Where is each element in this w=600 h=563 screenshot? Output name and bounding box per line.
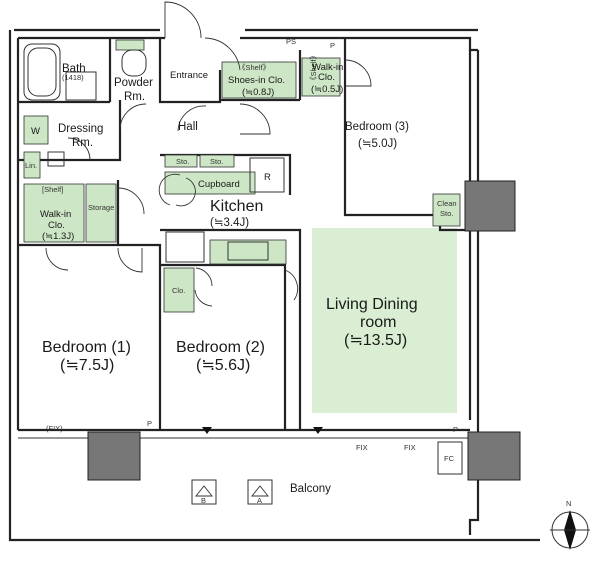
label-north: N [566,499,571,508]
mark-p: P [453,425,458,434]
label-living-room: room [360,314,396,331]
mark-fc: FC [444,454,455,463]
label-walkin-a-3: (≒0.5J) [311,84,343,95]
label-clean: Clean [437,199,457,208]
mark-fix: FIX [404,443,416,452]
label-cupboard: Cupboard [198,179,240,190]
walkin-closet-b [23,183,85,243]
mark-p: P [330,41,335,50]
clean-storage [432,193,461,227]
label-clo: Clo. [172,286,185,295]
cupboard [164,171,256,195]
label-walkin-b-2: Clo. [48,220,65,231]
label-shelf-shoes: 《Shelf》 [238,63,270,72]
mark-a: A [257,496,262,505]
label-powder: Powder [114,77,153,89]
label-powder-rm: Rm. [124,91,145,103]
column [464,180,516,232]
outer-walls [8,28,540,542]
bedroom2-closet [163,267,195,313]
column [87,431,141,481]
label-sto-2: Sto. [210,157,223,166]
column [467,431,521,481]
living-dining-floor [312,228,457,413]
label-shoes-size: (≒0.8J) [242,87,274,98]
label-bedroom2: Bedroom (2) [176,339,265,356]
label-hall: Hall [178,121,198,133]
sto-right [199,154,235,168]
mark-ps: PS [286,37,296,46]
label-shelf-walkin: 《Shelf》 [309,52,318,84]
fc-box [437,441,463,475]
label-bath: Bath [62,63,86,75]
label-clean-sto: Sto. [440,209,453,218]
powder-sink [115,39,145,51]
label-bedroom3: Bedroom (3) [345,121,409,133]
label-walkin-b-3: (≒1.3J) [42,231,74,242]
label-walkin-a-2: Clo. [318,72,335,83]
doors [45,1,372,307]
label-dressing-rm: Rm. [72,137,93,149]
fixtures [23,43,285,263]
label-r: R [264,172,271,183]
label-lin: Lin. [25,161,37,170]
mark-fix: FIX [356,443,368,452]
mark-p: P [147,419,152,428]
label-living-size: (≒13.5J) [344,332,407,349]
label-dressing: Dressing [58,123,103,135]
label-bedroom2-size: (≒5.6J) [196,357,250,374]
label-walkin-b-1: Walk-in [40,209,71,220]
hatch-b [191,479,217,505]
mark-fix-paren: (FIX) [46,424,63,433]
label-storage: Storage [88,203,114,212]
label-bedroom1: Bedroom (1) [42,339,131,356]
label-living: Living Dining [326,296,418,313]
label-bath-size: (1418) [62,73,84,82]
label-entrance: Entrance [170,70,208,81]
label-shelf-b: [Shelf] [42,185,63,194]
label-sto-1: Sto. [176,157,189,166]
label-walkin-a-1: Walk-in [312,62,343,73]
label-shoes: Shoes-in Clo. [228,75,285,86]
label-w: W [31,126,40,137]
linen [23,151,41,179]
label-bedroom3-size: (≒5.0J) [358,138,397,150]
mark-b: B [201,496,206,505]
storage [85,183,117,243]
walkin-closet-a [301,57,341,97]
hatch-a [247,479,273,505]
w-unit [23,115,49,145]
label-bedroom1-size: (≒7.5J) [60,357,114,374]
north-compass: N [550,499,590,550]
label-balcony: Balcony [290,483,331,495]
label-kitchen-size: (≒3.4J) [210,217,249,229]
label-kitchen: Kitchen [210,198,263,215]
sto-left [164,154,198,168]
shoes-closet [221,61,297,99]
